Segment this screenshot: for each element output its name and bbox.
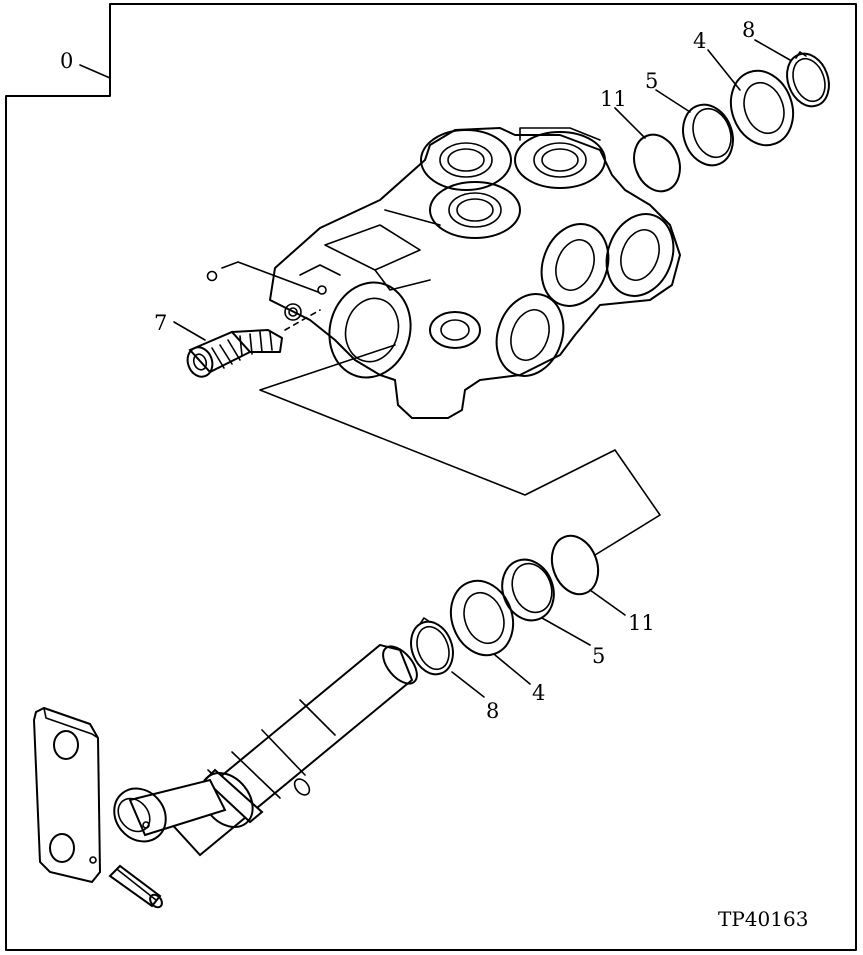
leader-small-o-ring bbox=[221, 261, 319, 293]
leader-5-bottom bbox=[541, 617, 591, 646]
leader-4-bottom bbox=[494, 654, 531, 685]
leader-11-bottom bbox=[589, 589, 626, 616]
assembly-link-line bbox=[259, 344, 661, 556]
callout-4-bottom: 4 bbox=[532, 681, 545, 705]
callout-11-bottom: 11 bbox=[628, 611, 655, 635]
snap-ring-top bbox=[786, 51, 830, 108]
small-o-ring bbox=[206, 270, 218, 282]
figure-id: TP40163 bbox=[718, 907, 808, 931]
roll-pin bbox=[108, 864, 163, 909]
callout-8-bottom: 8 bbox=[486, 699, 499, 723]
callout-11-top: 11 bbox=[600, 87, 627, 111]
link-plate bbox=[32, 706, 102, 884]
leader-11-top bbox=[614, 107, 646, 139]
leader-8-top bbox=[754, 39, 791, 61]
leader-4-top bbox=[707, 49, 741, 91]
leader-8-bottom bbox=[451, 671, 485, 698]
callout-5-top: 5 bbox=[645, 69, 658, 93]
callout-7: 7 bbox=[154, 311, 167, 335]
diagram-frame bbox=[5, 3, 857, 951]
callout-8-top: 8 bbox=[742, 18, 755, 42]
o-ring-bottom bbox=[550, 534, 600, 596]
plug-screw bbox=[186, 329, 283, 378]
seal-ring-top bbox=[682, 103, 734, 167]
leader-5-top bbox=[655, 89, 691, 113]
valve-housing bbox=[269, 127, 681, 419]
o-ring-top bbox=[633, 133, 681, 193]
seal-ring-bottom bbox=[501, 558, 555, 622]
washer-top bbox=[729, 69, 795, 147]
leader-0 bbox=[79, 64, 111, 79]
callout-0: 0 bbox=[60, 49, 73, 73]
washer-bottom bbox=[449, 579, 515, 657]
valve-spool bbox=[113, 643, 418, 857]
callout-4-top: 4 bbox=[693, 29, 706, 53]
leader-7 bbox=[173, 321, 206, 341]
leader-plug-to-housing bbox=[284, 309, 321, 331]
callout-5-bottom: 5 bbox=[592, 644, 605, 668]
snap-ring-bottom bbox=[410, 617, 454, 676]
